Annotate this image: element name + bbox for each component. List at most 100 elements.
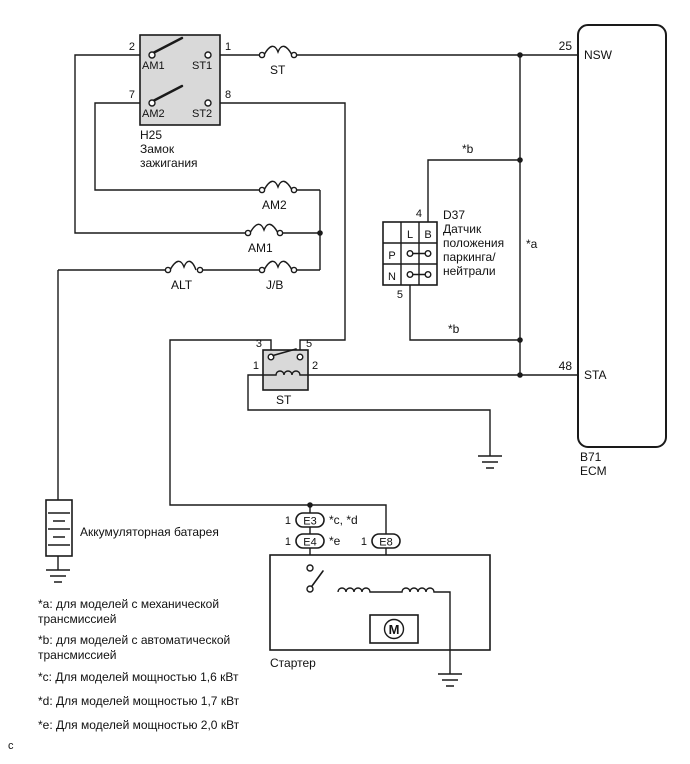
pin-number: 7 xyxy=(129,89,135,101)
fuse-terminal xyxy=(164,266,172,274)
pin-number: 1 xyxy=(361,536,367,548)
wire-mark-b-bottom: *b xyxy=(448,322,460,336)
starter-contact xyxy=(306,585,314,593)
solenoid-coils-icon xyxy=(337,587,451,650)
wire-mark-a: *a xyxy=(526,237,538,251)
fuse-label: J/B xyxy=(266,278,283,292)
component-name: положения xyxy=(443,236,504,250)
fuse-terminal xyxy=(258,186,266,194)
note-a: трансмиссией xyxy=(38,612,117,626)
fuse-terminal xyxy=(258,266,266,274)
battery: Аккумуляторная батарея xyxy=(45,499,219,557)
pnp-col-l: L xyxy=(407,229,413,241)
pnp-contact xyxy=(424,249,432,257)
ignition-lever-icon xyxy=(152,84,184,102)
fuse-am1: AM1 xyxy=(244,223,284,255)
connector-label: E8 xyxy=(379,537,392,549)
component-name: Датчик xyxy=(443,222,482,236)
ignition-lever-icon xyxy=(152,36,184,54)
relay-label: ST xyxy=(276,393,292,407)
junction-dot xyxy=(517,52,523,58)
note-d: *d: Для моделей мощностью 1,7 кВт xyxy=(38,694,240,708)
component-name: зажигания xyxy=(140,156,198,170)
connector-label: E3 xyxy=(303,516,316,528)
starter-contact xyxy=(306,564,314,572)
pin-number: 48 xyxy=(559,359,573,373)
pnp-row-p: P xyxy=(388,250,395,262)
ignition-switch-body xyxy=(139,34,221,126)
ground-icon xyxy=(438,673,462,687)
starter-lever-icon xyxy=(311,570,324,587)
fuse-terminal xyxy=(290,266,298,274)
pin-number: 5 xyxy=(397,289,403,301)
fuse-terminal xyxy=(258,51,266,59)
pin-number: 2 xyxy=(312,360,318,372)
connector-e8: 1 E8 xyxy=(361,533,401,549)
pin-number: 3 xyxy=(256,338,262,350)
pnp-row-n: N xyxy=(388,271,396,283)
fuse-alt: ALT xyxy=(164,260,204,292)
terminal-contact xyxy=(204,51,212,59)
connector-oval xyxy=(295,512,325,528)
pin-number: 8 xyxy=(225,89,231,101)
junction-dot xyxy=(517,372,523,378)
pin-number: 1 xyxy=(225,41,231,53)
pin-number: 2 xyxy=(129,41,135,53)
terminal-label-am1: AM1 xyxy=(142,60,165,72)
connector-e3: 1 E3 *c, *d xyxy=(285,512,358,528)
starter: M Стартер xyxy=(269,554,491,670)
ground-symbol-battery xyxy=(46,569,70,583)
pin-number: 1 xyxy=(253,360,259,372)
battery-body xyxy=(45,499,73,557)
junction-dot xyxy=(517,157,523,163)
component-name: нейтрали xyxy=(443,264,496,278)
fuse-st: ST xyxy=(258,45,298,77)
fuse-terminal xyxy=(244,229,252,237)
ground-icon xyxy=(46,569,70,583)
battery-plates-icon xyxy=(48,512,70,546)
ground-symbol-starter xyxy=(438,673,462,687)
pin-number: 5 xyxy=(306,338,312,350)
ecm: 25 NSW 48 STA B71 ECM xyxy=(559,24,667,478)
fuse-label: AM1 xyxy=(248,241,273,255)
terminal-label-st1: ST1 xyxy=(192,60,212,72)
component-name: паркинга/ xyxy=(443,250,496,264)
fuse-label: AM2 xyxy=(262,198,287,212)
component-name: Замок xyxy=(140,142,175,156)
note-a: *a: для моделей с механической xyxy=(38,597,219,611)
fuse-icon xyxy=(169,260,197,271)
terminal-label-st2: ST2 xyxy=(192,108,212,120)
ecm-body xyxy=(577,24,667,448)
ecm-terminal-nsw: NSW xyxy=(584,48,613,62)
fuse-icon xyxy=(249,223,279,234)
fuse-terminal xyxy=(276,229,284,237)
pin-number: 1 xyxy=(285,536,291,548)
terminal-contact xyxy=(148,51,156,59)
component-code: H25 xyxy=(140,128,162,142)
component-name: ECM xyxy=(580,464,607,478)
component-code: D37 xyxy=(443,208,465,222)
pnp-switch: 4 5 L B P N D37 Датчик положения паркинг… xyxy=(382,208,504,301)
component-code: B71 xyxy=(580,450,602,464)
fuse-label: ALT xyxy=(171,278,193,292)
battery-label: Аккумуляторная батарея xyxy=(80,525,219,539)
ground-icon xyxy=(478,455,502,469)
note-b: трансмиссией xyxy=(38,648,117,662)
terminal-label-am2: AM2 xyxy=(142,108,165,120)
fuse-terminal xyxy=(290,186,298,194)
wires: *a *b *b xyxy=(57,52,578,674)
wire-mark-b-top: *b xyxy=(462,142,474,156)
pnp-contact xyxy=(406,271,414,279)
pnp-contact xyxy=(406,249,414,257)
note-b: *b: для моделей с автоматической xyxy=(38,633,230,647)
note-c: *c: Для моделей мощностью 1,6 кВт xyxy=(38,670,239,684)
fuse-jb: J/B xyxy=(258,260,298,292)
motor-letter: M xyxy=(389,622,400,637)
connector-oval xyxy=(371,533,401,549)
pin-number: 25 xyxy=(559,39,573,53)
ground-symbol-relay xyxy=(478,455,502,469)
pin-number: 4 xyxy=(416,208,422,220)
fuse-icon xyxy=(263,45,293,56)
